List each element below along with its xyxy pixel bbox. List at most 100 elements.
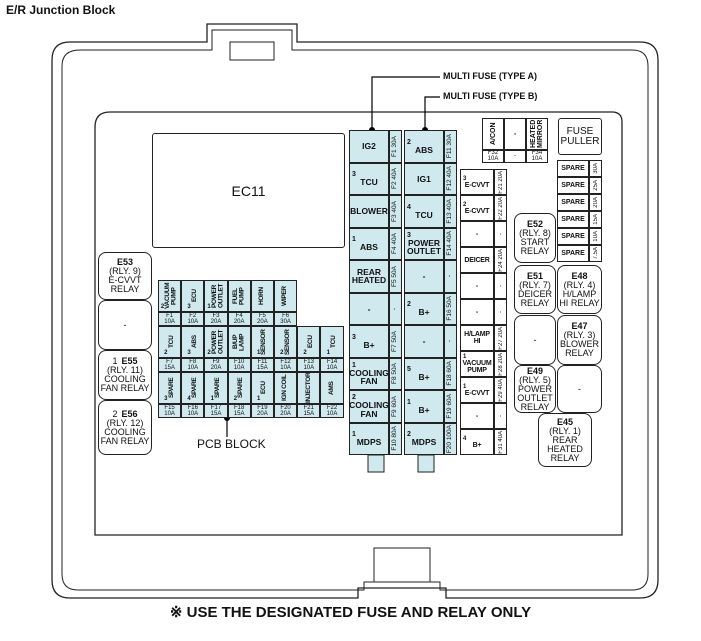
multi-fuse-slot: - xyxy=(404,325,444,358)
fuse-circuit-name: B+ xyxy=(418,307,430,317)
fuse-number: F6 xyxy=(282,313,290,319)
fuse-rating: F8 50A xyxy=(389,357,402,390)
relay-id-row: E53 xyxy=(117,258,133,267)
multi-fuse-slot: IG1 xyxy=(404,162,444,195)
fuse-rating-text: F20 100A xyxy=(446,424,454,453)
fuse-slot: H/LAMP HI xyxy=(460,325,494,351)
position-number: 3 xyxy=(352,333,356,341)
pcb-fuse-slot: INJECTOR xyxy=(297,372,321,404)
fuse-circuit-name: AMS xyxy=(327,381,335,395)
fuse-circuit-name: ABS xyxy=(360,242,378,252)
fuse-circuit-name: TCU xyxy=(360,177,378,187)
spare-fuse-slot: SPARE xyxy=(557,160,589,177)
fuse-slot: - xyxy=(460,403,494,429)
fuse-slot: - xyxy=(460,221,494,247)
fuse-number: F15 xyxy=(164,405,175,411)
relay-number: (RLY. 4) xyxy=(563,279,596,290)
fuse-circuit-name: IG2 xyxy=(362,141,376,151)
position-number: 1 xyxy=(463,383,467,390)
fuse-rating-text: F10 80A xyxy=(391,426,399,452)
position-number: 1 xyxy=(352,431,356,438)
fuse-amperage: 30A xyxy=(280,319,291,325)
position-number: 5 xyxy=(407,366,411,373)
relay-id: E51 xyxy=(526,270,543,281)
fuse-circuit-name: INJECTOR xyxy=(304,372,312,403)
position-number: 1 xyxy=(207,304,211,310)
fuse-amperage: 10A xyxy=(187,411,199,417)
fuse-amperage: 15A xyxy=(303,411,315,417)
fuse-number: F13 xyxy=(303,359,314,365)
fuse-circuit-name: E-CVVT xyxy=(464,181,490,189)
relay: - xyxy=(98,300,152,350)
relay-id: E49 xyxy=(526,365,543,376)
fuse-rating-text: F11 30A xyxy=(446,134,454,159)
fuse-amperage: 20A xyxy=(280,411,291,417)
fuse-number: F3 xyxy=(212,313,220,319)
fuse-number: F1 xyxy=(166,313,174,319)
fuse-amperage: 10A xyxy=(303,365,315,371)
fuse-number: F14 xyxy=(326,359,338,365)
fuse-rating: 25A xyxy=(589,177,602,194)
spare-fuse-slot: SPARE xyxy=(557,228,589,245)
fuse-circuit-name: SPARE xyxy=(237,377,245,399)
pcb-fuse-slot: AMS xyxy=(320,372,344,404)
fuse-rating-text: F12 40A xyxy=(446,166,454,192)
position-number: 3 xyxy=(164,396,168,402)
fuse-rating: F2 40A xyxy=(389,162,402,195)
fuse-circuit-name: BLOWER xyxy=(350,206,388,216)
fuse-amperage: 15A xyxy=(164,365,175,371)
fuse-rating: F29 40A xyxy=(494,377,507,403)
fuse-rating: F21 20A xyxy=(494,169,507,195)
fuse-rating-text: 20A xyxy=(592,197,599,208)
position-number: 1 xyxy=(407,398,411,406)
fuse-number: F2 xyxy=(189,313,197,319)
relay-name: - xyxy=(123,319,127,330)
fuse-rating: - xyxy=(389,292,402,325)
fuse-circuit-name: HORN xyxy=(258,287,266,305)
pcb-fuse-slot: B/UP LAMP xyxy=(227,326,251,358)
fuse-circuit-name: DEICER xyxy=(464,256,490,264)
fuse-amperage: 20A xyxy=(233,319,245,325)
fuse-amperage: 15A xyxy=(233,411,245,417)
fuse-amperage: 20A xyxy=(210,319,222,325)
multi-fuse-type-b-label: MULTI FUSE (TYPE B) xyxy=(443,91,538,101)
position-number: 4 xyxy=(187,396,191,402)
fuse-rating: F1 30A xyxy=(389,130,402,163)
fuse-rating-text: - xyxy=(446,275,454,278)
fuse-amperage: 10A xyxy=(233,365,245,371)
fuse-rating-text: F24 20A xyxy=(497,248,504,272)
spare-fuse-slot: SPARE xyxy=(557,177,589,194)
fuse-number: F4 xyxy=(235,313,243,319)
fuse-slot: A/CON xyxy=(482,118,504,150)
relay-number: (RLY. 12) xyxy=(106,417,144,428)
fuse-circuit-name: IG1 xyxy=(417,173,431,184)
relay-id: E53 xyxy=(116,257,133,267)
fuse-rating: F14 40A xyxy=(444,227,457,260)
fuse-rating-text: F9 60A xyxy=(391,395,399,417)
relay: E51(RLY. 7)DEICER RELAY xyxy=(514,265,556,314)
fuse-circuit-name: POWER OUTLET xyxy=(407,237,441,257)
fuse-number: F17 xyxy=(210,405,222,411)
fuse-rating-text: F28 20A xyxy=(497,352,504,376)
fuse-number: F10 xyxy=(234,359,245,365)
fuse-rating: F27 20A xyxy=(494,325,507,351)
fuse-rating: F32 10A xyxy=(482,150,504,163)
fuse-number: F11 xyxy=(257,359,268,365)
position-number: 4 xyxy=(407,203,411,211)
fuse-circuit-name: B+ xyxy=(418,372,430,382)
position-number: 4 xyxy=(463,435,467,442)
